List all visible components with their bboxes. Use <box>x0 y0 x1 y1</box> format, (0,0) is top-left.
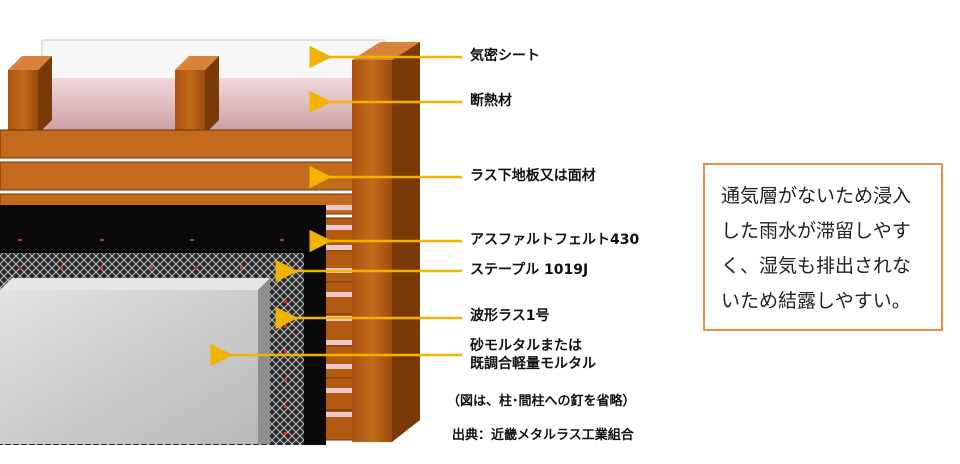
label-staple: ステープル 1019J <box>470 262 589 278</box>
label-insulation: 断熱材 <box>470 93 512 109</box>
leader-lines <box>210 45 462 367</box>
felt-red-marks <box>18 239 284 241</box>
callout-box: 通気層がないため浸入 した雨水が滞留しやす く、湿気も排出されな いため結露しや… <box>703 163 943 331</box>
label-asphalt-felt: アスファルトフェルト430 <box>470 232 640 248</box>
callout-line: 通気層がないため浸入 <box>721 185 912 207</box>
label-mortar-line2: 既調合軽量モルタル <box>470 356 596 372</box>
stud-middle <box>175 56 219 134</box>
mortar-block-top <box>0 278 270 290</box>
source-credit: 出典：近畿メタルラス工業組合 <box>452 428 634 443</box>
mortar-block <box>0 290 258 444</box>
callout-line: した雨水が滞留しやす <box>721 220 911 242</box>
label-mortar-line1: 砂モルタルまたは <box>470 338 582 354</box>
callout-line: いため結露しやすい。 <box>721 290 911 312</box>
label-airtight-sheet: 気密シート <box>470 48 540 64</box>
label-lath-board: ラス下地板又は面材 <box>470 168 596 184</box>
callout-line: く、湿気も排出されな <box>721 255 912 277</box>
stud-left <box>8 56 52 134</box>
mortar-block-side <box>258 278 270 444</box>
omission-note: （図は、柱･間柱への釘を省略） <box>447 394 636 409</box>
label-wire-lath: 波形ラス1号 <box>470 308 550 324</box>
